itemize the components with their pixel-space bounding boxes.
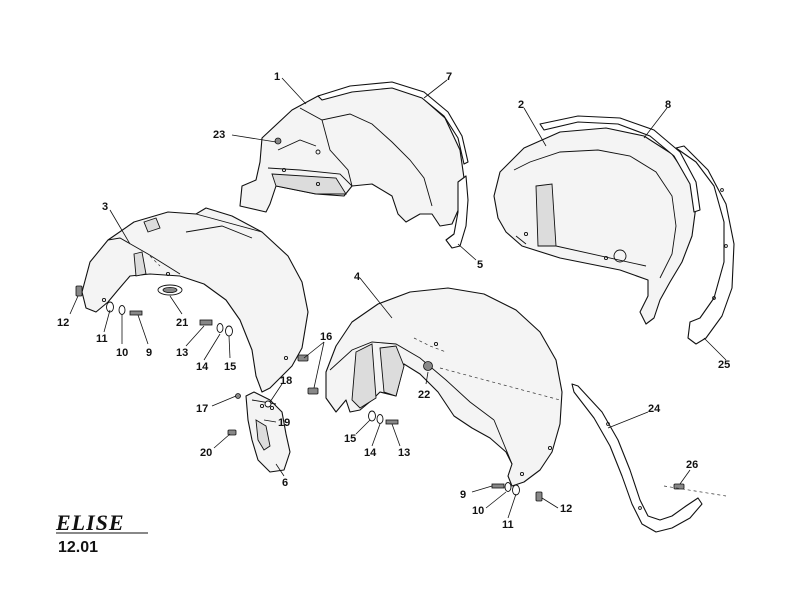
part-21-grommet xyxy=(157,284,183,296)
part-7-seal-strip xyxy=(317,81,469,165)
washer-10-left xyxy=(118,305,126,315)
bolt-9-left xyxy=(129,310,143,316)
page-code: 12.01 xyxy=(58,539,98,556)
callout-13-left: 13 xyxy=(176,347,188,359)
screw-26 xyxy=(673,483,685,490)
part-24-curved-strip xyxy=(571,383,703,533)
callout-3: 3 xyxy=(102,201,108,213)
callout-2: 2 xyxy=(518,99,524,111)
washer-14-right xyxy=(376,414,384,424)
elise-logo: ELISE xyxy=(55,510,125,535)
callout-5: 5 xyxy=(477,259,483,271)
washer-14-left xyxy=(216,323,224,333)
callout-20: 20 xyxy=(200,447,212,459)
leader-lines xyxy=(69,77,727,519)
callout-19: 19 xyxy=(278,417,290,429)
fasteners-right xyxy=(368,410,727,502)
screw-12-right xyxy=(535,491,543,502)
screw-20 xyxy=(227,429,237,436)
callout-labels: 1 7 2 8 23 5 3 4 12 11 10 9 21 13 14 15 … xyxy=(57,71,730,531)
callout-24: 24 xyxy=(648,403,661,415)
callout-9-right: 9 xyxy=(460,489,466,501)
callout-16: 16 xyxy=(320,331,332,343)
callout-21: 21 xyxy=(176,317,188,329)
callout-8: 8 xyxy=(665,99,671,111)
washer-10-right xyxy=(504,482,512,492)
part-8-seal-strip xyxy=(539,115,701,213)
washer-15-right xyxy=(368,410,376,422)
washer-11-right xyxy=(512,484,520,496)
callout-14-left: 14 xyxy=(196,361,209,373)
nut-18 xyxy=(264,400,272,408)
part-2-liner xyxy=(493,127,697,325)
callout-17: 17 xyxy=(196,403,208,415)
callout-10-left: 10 xyxy=(116,347,128,359)
callout-18: 18 xyxy=(280,375,292,387)
callout-10-right: 10 xyxy=(472,505,484,517)
callout-25: 25 xyxy=(718,359,730,371)
brand-block: ELISE 12.01 xyxy=(55,510,148,556)
fasteners-left xyxy=(75,137,319,436)
callout-6: 6 xyxy=(282,477,288,489)
callout-9-left: 9 xyxy=(146,347,152,359)
rivet-17 xyxy=(235,393,241,399)
callout-15-right: 15 xyxy=(344,433,356,445)
callout-12-left: 12 xyxy=(57,317,69,329)
bolt-13-left xyxy=(199,319,213,326)
clip-16-b xyxy=(307,387,319,395)
part-4-liner xyxy=(325,287,563,487)
callout-11-right: 11 xyxy=(502,519,514,531)
bolt-13-right xyxy=(385,419,399,425)
callout-15-left: 15 xyxy=(224,361,236,373)
washer-11-left xyxy=(106,301,114,313)
callout-13-right: 13 xyxy=(398,447,410,459)
callout-1: 1 xyxy=(274,71,280,83)
screw-12-left xyxy=(75,285,83,297)
callout-12-right: 12 xyxy=(560,503,572,515)
part-3-liner xyxy=(81,207,309,393)
part-6-mud-flap xyxy=(245,391,291,473)
callout-22: 22 xyxy=(418,389,430,401)
part-25-curved-strip xyxy=(675,145,735,345)
callout-14-right: 14 xyxy=(364,447,377,459)
callout-23: 23 xyxy=(213,129,225,141)
callout-4: 4 xyxy=(354,271,361,283)
part-5-bracket xyxy=(445,175,469,249)
part-1-liner xyxy=(239,85,465,227)
callout-7: 7 xyxy=(446,71,452,83)
clip-23 xyxy=(274,137,282,145)
callout-11-left: 11 xyxy=(96,333,108,345)
part-22-grommet xyxy=(423,361,433,371)
washer-15-left xyxy=(225,325,233,337)
bolt-9-right xyxy=(491,483,505,489)
callout-26: 26 xyxy=(686,459,698,471)
